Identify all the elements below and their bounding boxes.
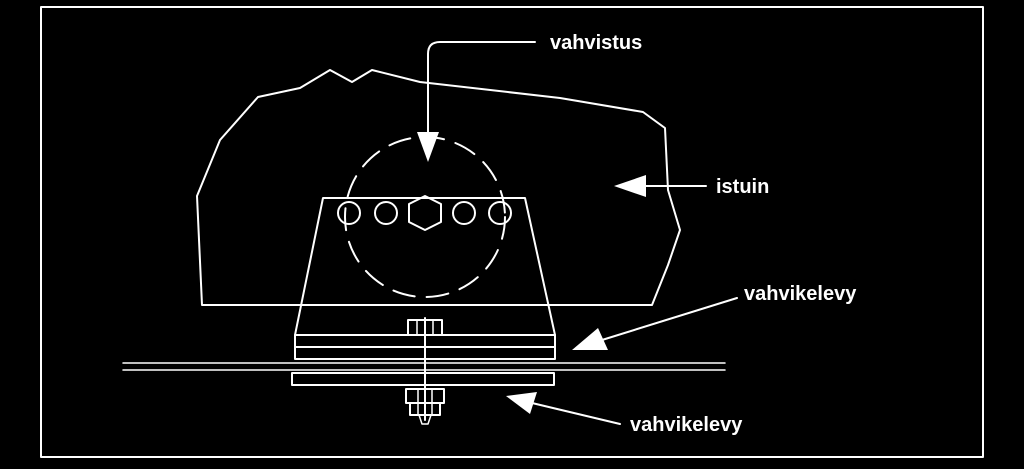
bracket-hole	[488, 201, 512, 225]
arrow-plate-upper	[572, 328, 608, 350]
diagram-frame	[40, 6, 984, 458]
label-plate-upper: vahvikelevy	[744, 283, 857, 305]
label-reinforcement: vahvistus	[550, 32, 642, 54]
upper-bolt-head	[407, 319, 443, 336]
mounting-bracket	[294, 197, 556, 336]
bracket-nut	[408, 195, 442, 231]
reinforcement-plate-lower	[291, 372, 555, 386]
bolt-end	[418, 414, 432, 425]
reinforcement-circle	[344, 136, 506, 298]
callout-line-reinforcement	[427, 41, 536, 139]
label-plate-lower: vahvikelevy	[630, 414, 743, 436]
arrow-reinforcement	[417, 132, 439, 162]
label-seat: istuin	[716, 176, 769, 198]
arrow-plate-lower	[506, 392, 537, 414]
arrow-seat	[614, 175, 646, 197]
bracket-hole	[374, 201, 398, 225]
seat-outline	[196, 69, 681, 306]
callout-line-plate-lower	[531, 402, 621, 425]
bracket-hole	[337, 201, 361, 225]
callout-line-plate-upper	[601, 297, 738, 341]
bracket-hole	[452, 201, 476, 225]
